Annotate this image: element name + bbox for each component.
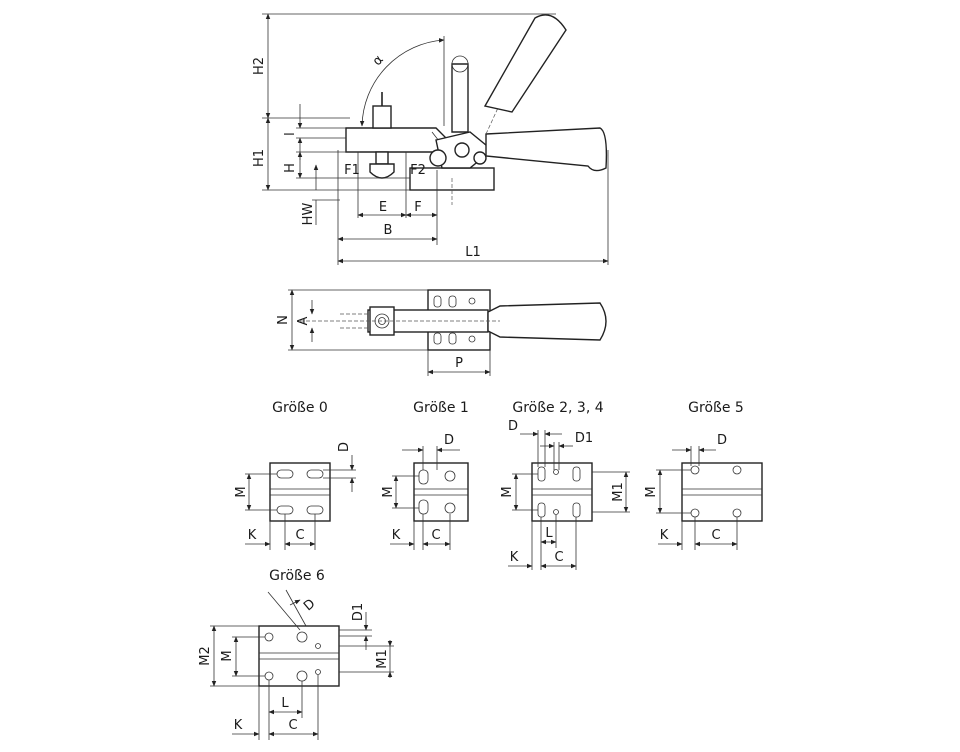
size-1-d-label: D (444, 433, 454, 448)
size-6-d-label: D (301, 596, 318, 614)
size-5-m-label: M (644, 486, 659, 497)
size-1-m-label: M (381, 486, 396, 497)
size-5-detail: Größe 5 M D K C (644, 400, 763, 550)
size-5-title: Größe 5 (688, 400, 744, 416)
pivot-3 (473, 151, 487, 165)
handle-open (483, 14, 567, 113)
size-234-m-label: M (500, 486, 515, 497)
size-234-detail: Größe 2, 3, 4 M M1 D D1 L K C (500, 400, 630, 570)
size-1-plate (413, 462, 469, 522)
dim-hw-label: HW (301, 203, 316, 226)
size-234-l-label: L (545, 526, 553, 541)
size-5-plate (681, 462, 763, 522)
size-234-d-label: D (508, 419, 518, 434)
dim-b-label: B (384, 223, 393, 238)
size-6-plate (258, 625, 340, 687)
dim-f2-label: F2 (410, 163, 426, 178)
size-1-title: Größe 1 (413, 400, 469, 416)
size-6-m-label: M (220, 650, 235, 661)
size-234-title: Größe 2, 3, 4 (512, 400, 603, 416)
dim-f1-label: F1 (344, 163, 360, 178)
size-0-k-label: K (248, 528, 257, 543)
size-0-title: Größe 0 (272, 400, 328, 416)
pivot-2 (454, 142, 470, 158)
size-6-c-label: C (288, 718, 297, 733)
arm-open (451, 63, 469, 133)
size-234-m1-label: M1 (611, 482, 626, 502)
size-0-d-label: D (337, 442, 352, 452)
size-5-d-label: D (717, 433, 727, 448)
dim-p-label: P (455, 356, 463, 371)
handle-closed (485, 127, 608, 172)
dim-e-label: E (379, 200, 387, 215)
top-handle (487, 302, 607, 341)
size-234-plate (531, 462, 593, 522)
spindle-nut (372, 105, 392, 129)
size-6-d1-label: D1 (351, 603, 366, 621)
size-6-detail: Größe 6 D M2 M D1 M1 L K C (198, 568, 394, 740)
dim-l1-label: L1 (465, 245, 481, 260)
size-5-k-label: K (660, 528, 669, 543)
dim-n-label: N (276, 315, 291, 325)
dim-h-label: H (283, 163, 298, 173)
top-view: N A P (276, 289, 607, 376)
dim-l-label: l (283, 132, 298, 136)
size-6-m2-label: M2 (198, 646, 213, 666)
size-234-c-label: C (554, 550, 563, 565)
size-6-k-label: K (234, 718, 243, 733)
pressure-spindle-tip (369, 163, 395, 179)
size-6-l-label: L (281, 696, 289, 711)
pivot-1 (429, 149, 447, 167)
size-234-k-label: K (510, 550, 519, 565)
clamp-arm (345, 127, 447, 153)
size-234-d1-label: D1 (575, 431, 593, 446)
size-5-c-label: C (711, 528, 720, 543)
side-view: H2 α H1 l H HW F1 F2 E F (252, 13, 609, 265)
size-0-detail: Größe 0 M D K C (234, 400, 356, 550)
size-1-detail: Größe 1 M D K C (381, 400, 469, 550)
size-6-title: Größe 6 (269, 568, 325, 584)
dim-alpha-label: α (370, 53, 387, 69)
size-1-c-label: C (431, 528, 440, 543)
dim-h2-label: H2 (252, 57, 267, 75)
dim-a-label: A (296, 316, 311, 325)
dim-f-label: F (414, 200, 421, 215)
size-1-k-label: K (392, 528, 401, 543)
size-0-plate (269, 462, 331, 522)
size-0-m-label: M (234, 486, 249, 497)
dim-h1-label: H1 (252, 149, 267, 167)
size-6-m1-label: M1 (375, 649, 390, 669)
size-0-c-label: C (295, 528, 304, 543)
